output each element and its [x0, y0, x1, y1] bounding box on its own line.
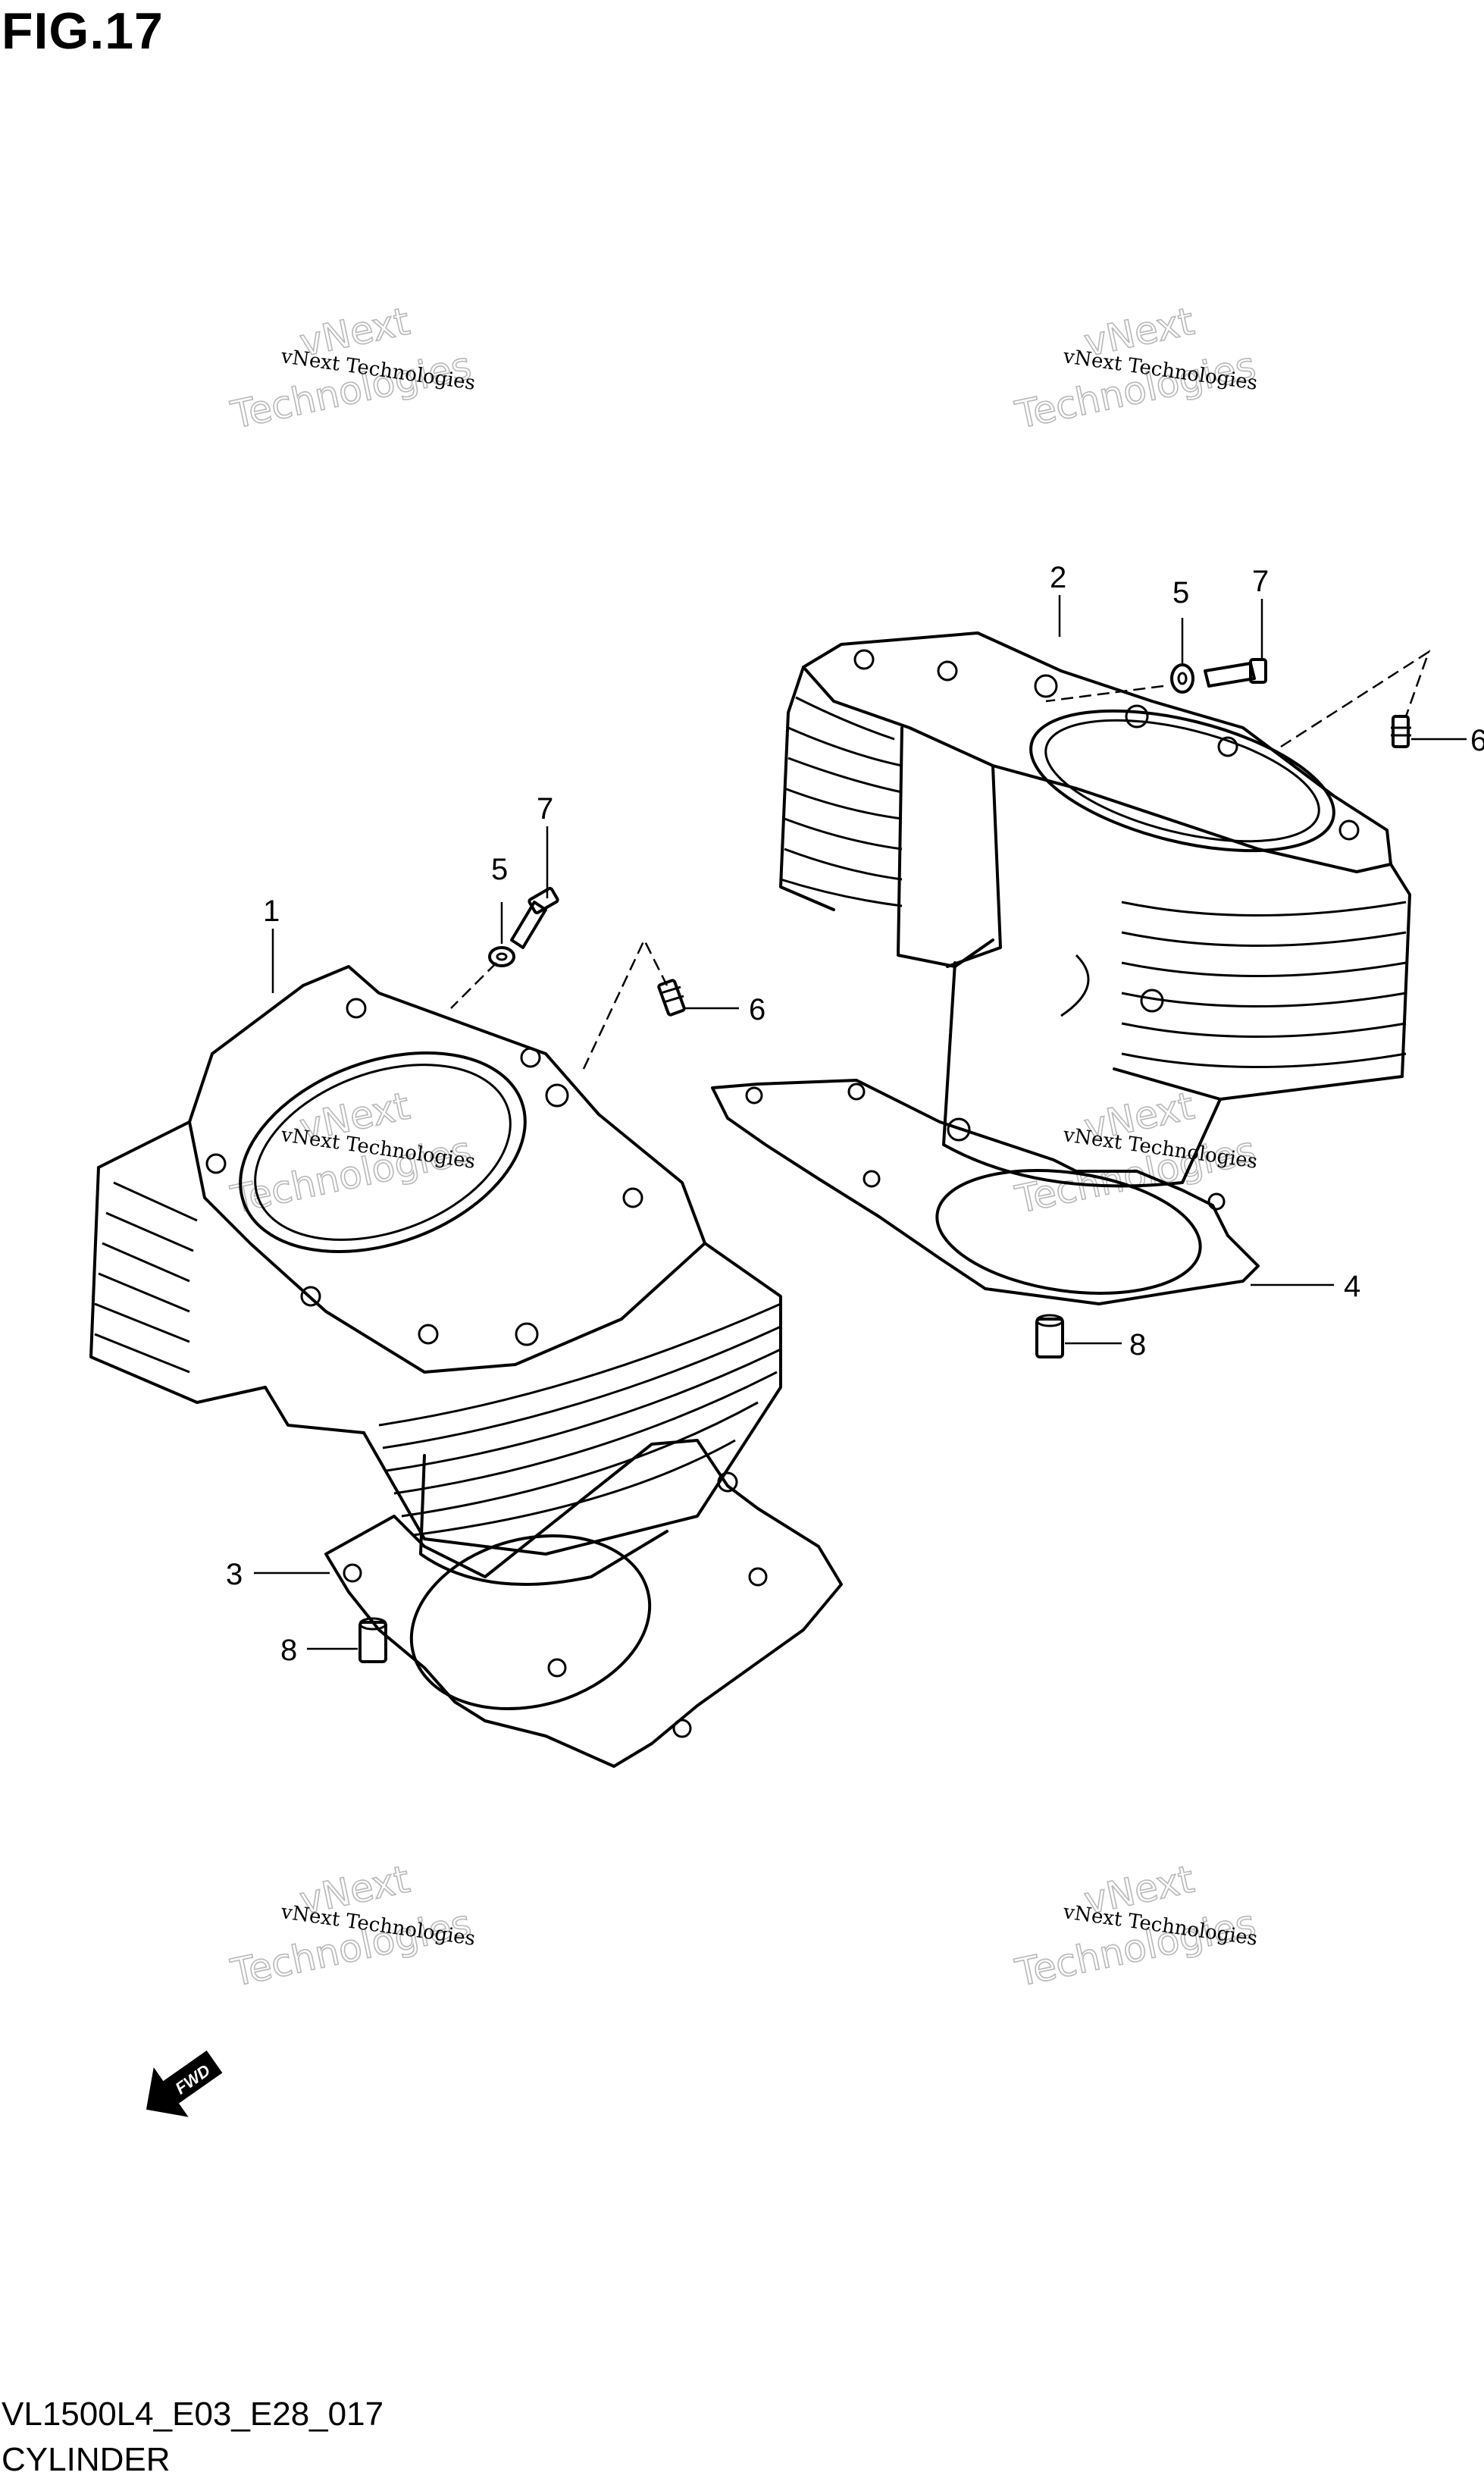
callout-3: 3 — [226, 1558, 243, 1591]
cylinder-rear-part-2 — [779, 631, 1411, 1188]
assembly-line-front-bolt — [450, 962, 497, 1009]
assembly-line-front-plug — [582, 938, 668, 1070]
watermark-bottom-right: Technologies vNext vNext Technologies — [1011, 1857, 1260, 1996]
plug-left-part-6 — [657, 979, 686, 1017]
fwd-arrow-icon: FWD — [146, 2050, 223, 2117]
watermark-mid-right: Technologies vNext vNext Technologies — [1011, 1083, 1260, 1223]
callout-5-right: 5 — [1172, 576, 1189, 609]
callout-5-left: 5 — [491, 853, 508, 886]
callout-6-left: 6 — [749, 993, 765, 1026]
assembly-line-rear-bolt — [1045, 685, 1164, 703]
watermark-top-right: Technologies vNext vNext Technologies — [1011, 299, 1260, 438]
cylinder-base-gasket-part-3 — [324, 1439, 843, 1768]
assembly-line-rear-plug — [1280, 649, 1431, 748]
watermark-top-left: Technologies vNext vNext Technologies — [227, 299, 477, 438]
washer-right-part-5 — [1170, 663, 1194, 694]
dowel-pin-right-part-8 — [1035, 1314, 1064, 1358]
callout-8-right: 8 — [1129, 1328, 1146, 1362]
callout-8-left: 8 — [280, 1634, 297, 1667]
figure-title: FIG.17 — [2, 2, 164, 60]
figure-code: VL1500L4_E03_E28_017 — [2, 2396, 384, 2433]
dowel-pin-left-part-8 — [358, 1617, 387, 1663]
plug-right-part-6 — [1391, 715, 1411, 748]
cylinder-front-part-1 — [89, 965, 782, 1586]
callout-7-right: 7 — [1252, 565, 1269, 598]
washer-left-part-5 — [488, 946, 515, 967]
callout-2: 2 — [1050, 561, 1066, 594]
oil-jet-bolt-left-part-7 — [510, 886, 559, 949]
callout-1: 1 — [263, 895, 280, 928]
callout-6-right: 6 — [1470, 724, 1484, 757]
watermark-bottom-left: Technologies vNext vNext Technologies — [227, 1857, 477, 1996]
figure-name: CYLINDER — [2, 2441, 171, 2478]
cylinder-base-gasket-part-4 — [711, 1079, 1260, 1305]
oil-jet-bolt-right-part-7 — [1204, 658, 1267, 688]
watermark-mid-left: Technologies vNext vNext Technologies — [227, 1083, 477, 1223]
callout-7-left: 7 — [537, 792, 553, 826]
callout-4: 4 — [1344, 1270, 1360, 1303]
